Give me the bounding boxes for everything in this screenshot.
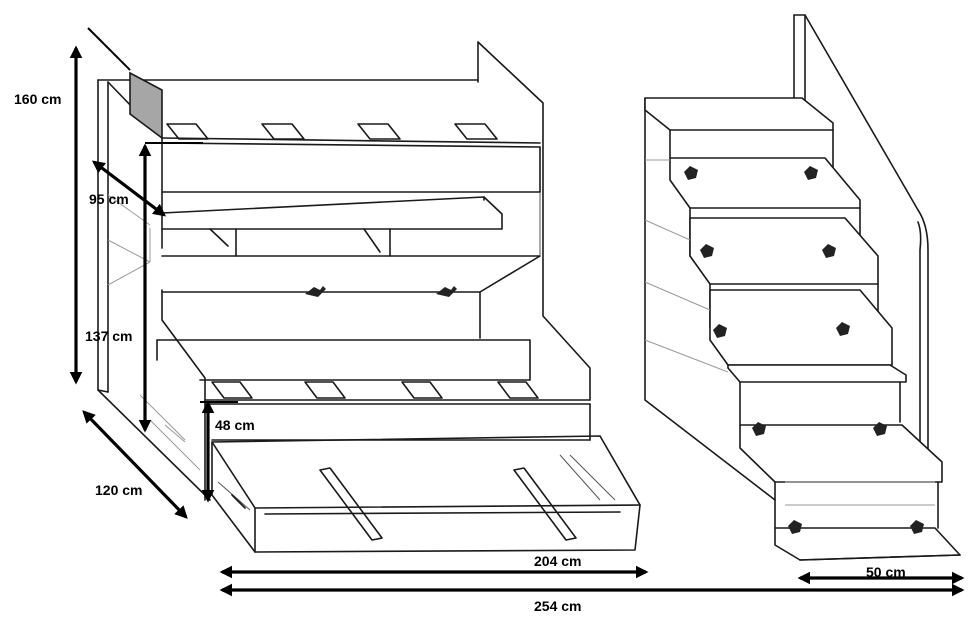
hinge-icon	[752, 422, 766, 436]
label-width-bed: 204 cm	[534, 553, 582, 569]
bed-frame	[97, 41, 591, 501]
label-depth-upper: 95 cm	[89, 191, 129, 207]
hinge-icon	[788, 520, 802, 534]
hinge-icon	[873, 422, 887, 436]
label-depth: 120 cm	[95, 482, 143, 498]
hinge-icon	[713, 324, 727, 338]
label-height-total: 160 cm	[14, 91, 62, 107]
hinge-icon	[910, 520, 924, 534]
staircase	[644, 14, 961, 561]
dimension-arrows	[69, 27, 965, 597]
hinge-icon	[700, 244, 714, 258]
hinge-icon	[305, 286, 326, 297]
label-width-stairs: 50 cm	[866, 564, 906, 580]
hinge-icon	[684, 166, 698, 180]
hinge-icon	[436, 286, 457, 297]
hinge-icon	[804, 166, 818, 180]
hinge-icon	[822, 244, 836, 258]
hinge-icon	[836, 322, 850, 336]
dimension-arrow-depth	[82, 410, 188, 519]
label-width-total: 254 cm	[534, 598, 582, 614]
pullout-drawer	[211, 435, 641, 553]
dimension-arrow-depth-upper	[91, 160, 167, 217]
label-height-lower: 48 cm	[215, 417, 255, 433]
label-height-upper: 137 cm	[85, 328, 133, 344]
